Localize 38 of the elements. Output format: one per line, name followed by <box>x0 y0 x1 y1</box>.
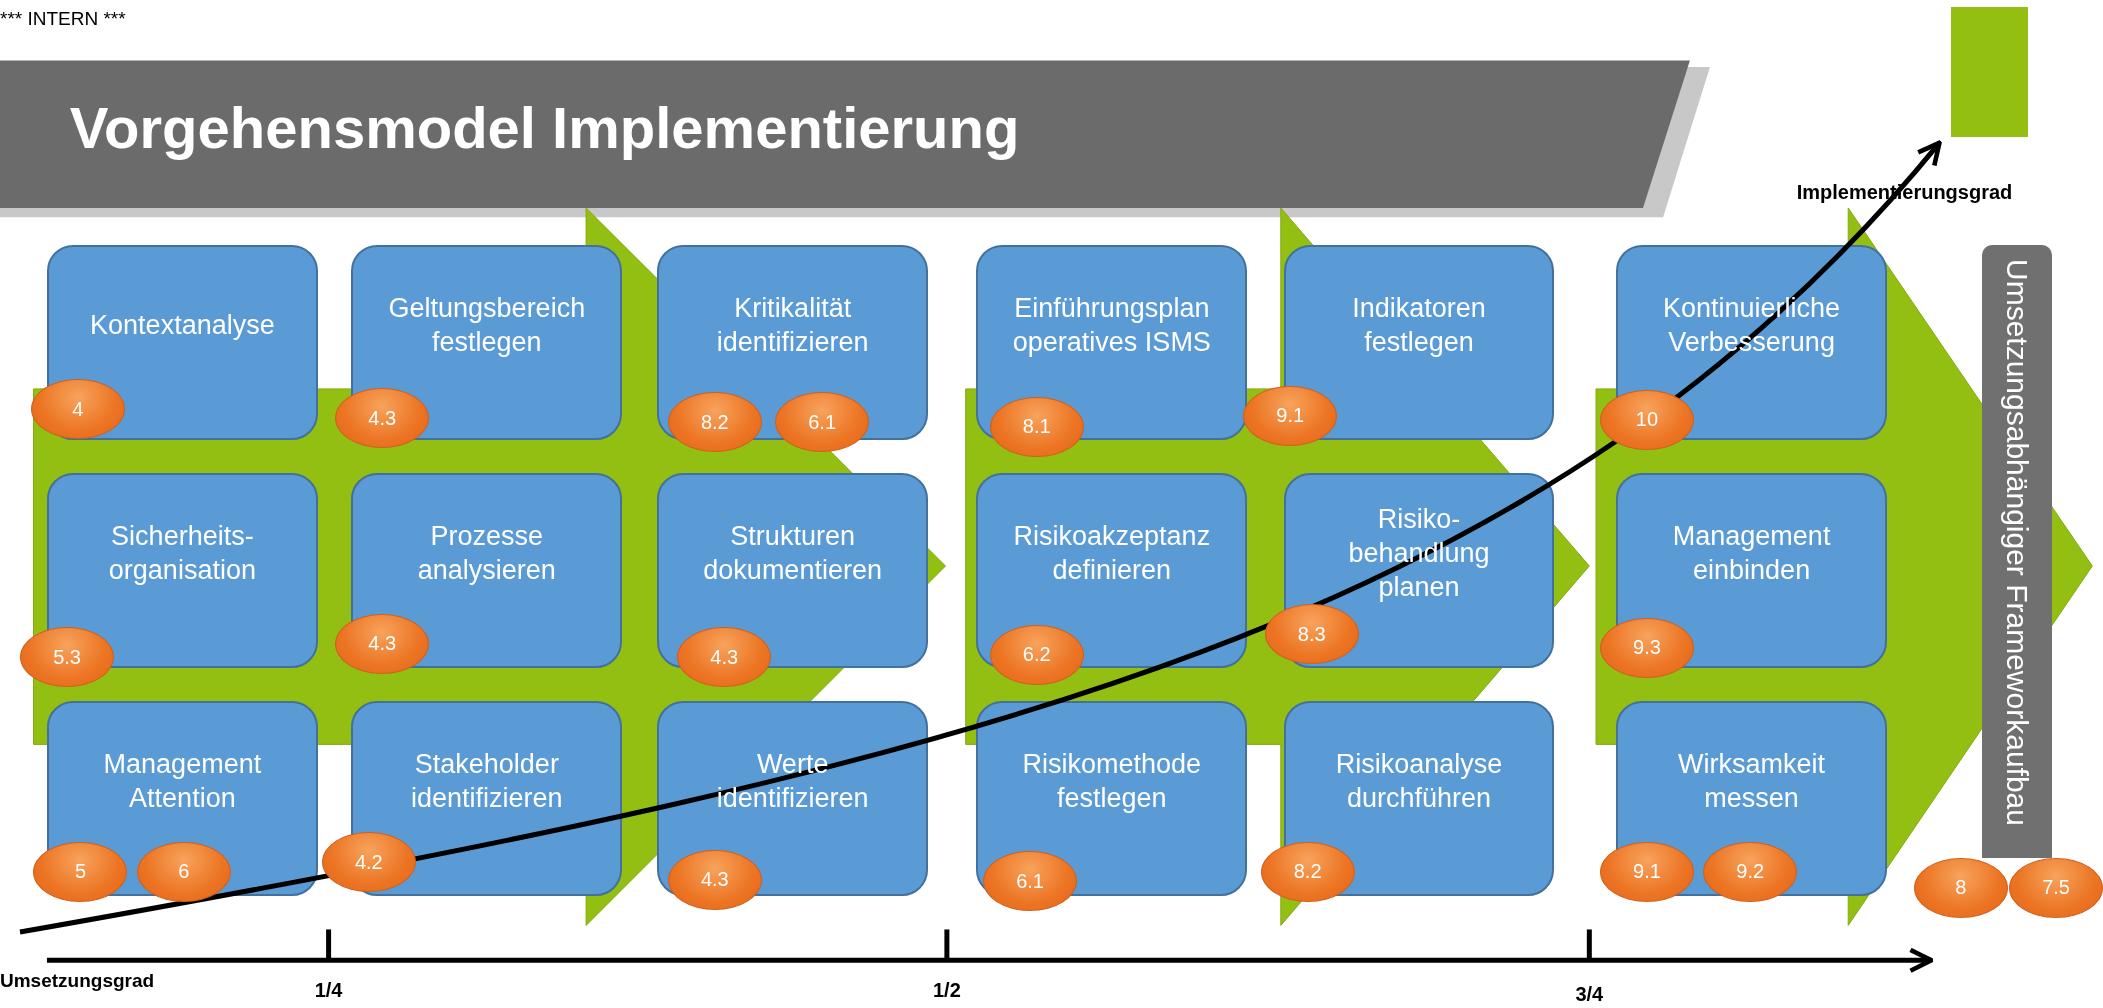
box-label: Einführungsplan operatives ISMS <box>1011 291 1212 359</box>
tick-label: 1/4 <box>314 979 343 1003</box>
box-label: Risikoanalyse durchführen <box>1334 747 1504 815</box>
process-box <box>46 245 318 440</box>
box-label: Kritikalität identifizieren <box>715 291 870 359</box>
box-label: Sicherheits- organisation <box>107 519 257 587</box>
title: Vorgehensmodel Implementierung <box>69 93 1020 161</box>
reference-badge: 7.5 <box>2009 857 2103 918</box>
process-box <box>351 701 623 896</box>
reference-badge: 8 <box>1913 857 2008 918</box>
process-box <box>351 245 623 440</box>
box-label: Management einbinden <box>1671 519 1832 587</box>
reference-badge: 5 <box>33 841 128 902</box>
target-block <box>1951 6 2028 137</box>
banner-label: Umsetzungsabhängiger Frameworkaufbau <box>2000 259 2035 827</box>
process-box <box>1283 701 1555 896</box>
process-box <box>657 701 929 896</box>
box-label: Geltungsbereich festlegen <box>387 291 587 359</box>
box-label: Kontextanalyse <box>90 308 275 342</box>
process-box <box>976 245 1248 440</box>
box-label: Management Attention <box>102 747 263 815</box>
box-label: Risikomethode festlegen <box>1021 747 1203 815</box>
growth-curve-arrow <box>19 140 1942 935</box>
box-label: Wirksamkeit messen <box>1677 747 1827 815</box>
box-label: Risikoakzeptanz definieren <box>1012 519 1212 587</box>
box-label: Indikatoren festlegen <box>1351 291 1487 359</box>
process-box <box>1616 245 1888 440</box>
classification-note: *** INTERN *** <box>0 8 126 31</box>
process-box <box>976 701 1248 896</box>
box-label: Stakeholder identifizieren <box>410 747 564 815</box>
box-label: Strukturen dokumentieren <box>702 519 883 587</box>
reference-badge: 4.2 <box>321 832 416 893</box>
box-label: Werte identifizieren <box>715 747 870 815</box>
tick-label: 1/2 <box>932 979 961 1003</box>
box-label: Prozesse analysieren <box>416 519 557 587</box>
reference-badge: 9.1 <box>1600 841 1694 902</box>
axis-title: Umsetzungsgrad <box>0 969 155 992</box>
tick-label: 3/4 <box>1575 983 1604 1007</box>
